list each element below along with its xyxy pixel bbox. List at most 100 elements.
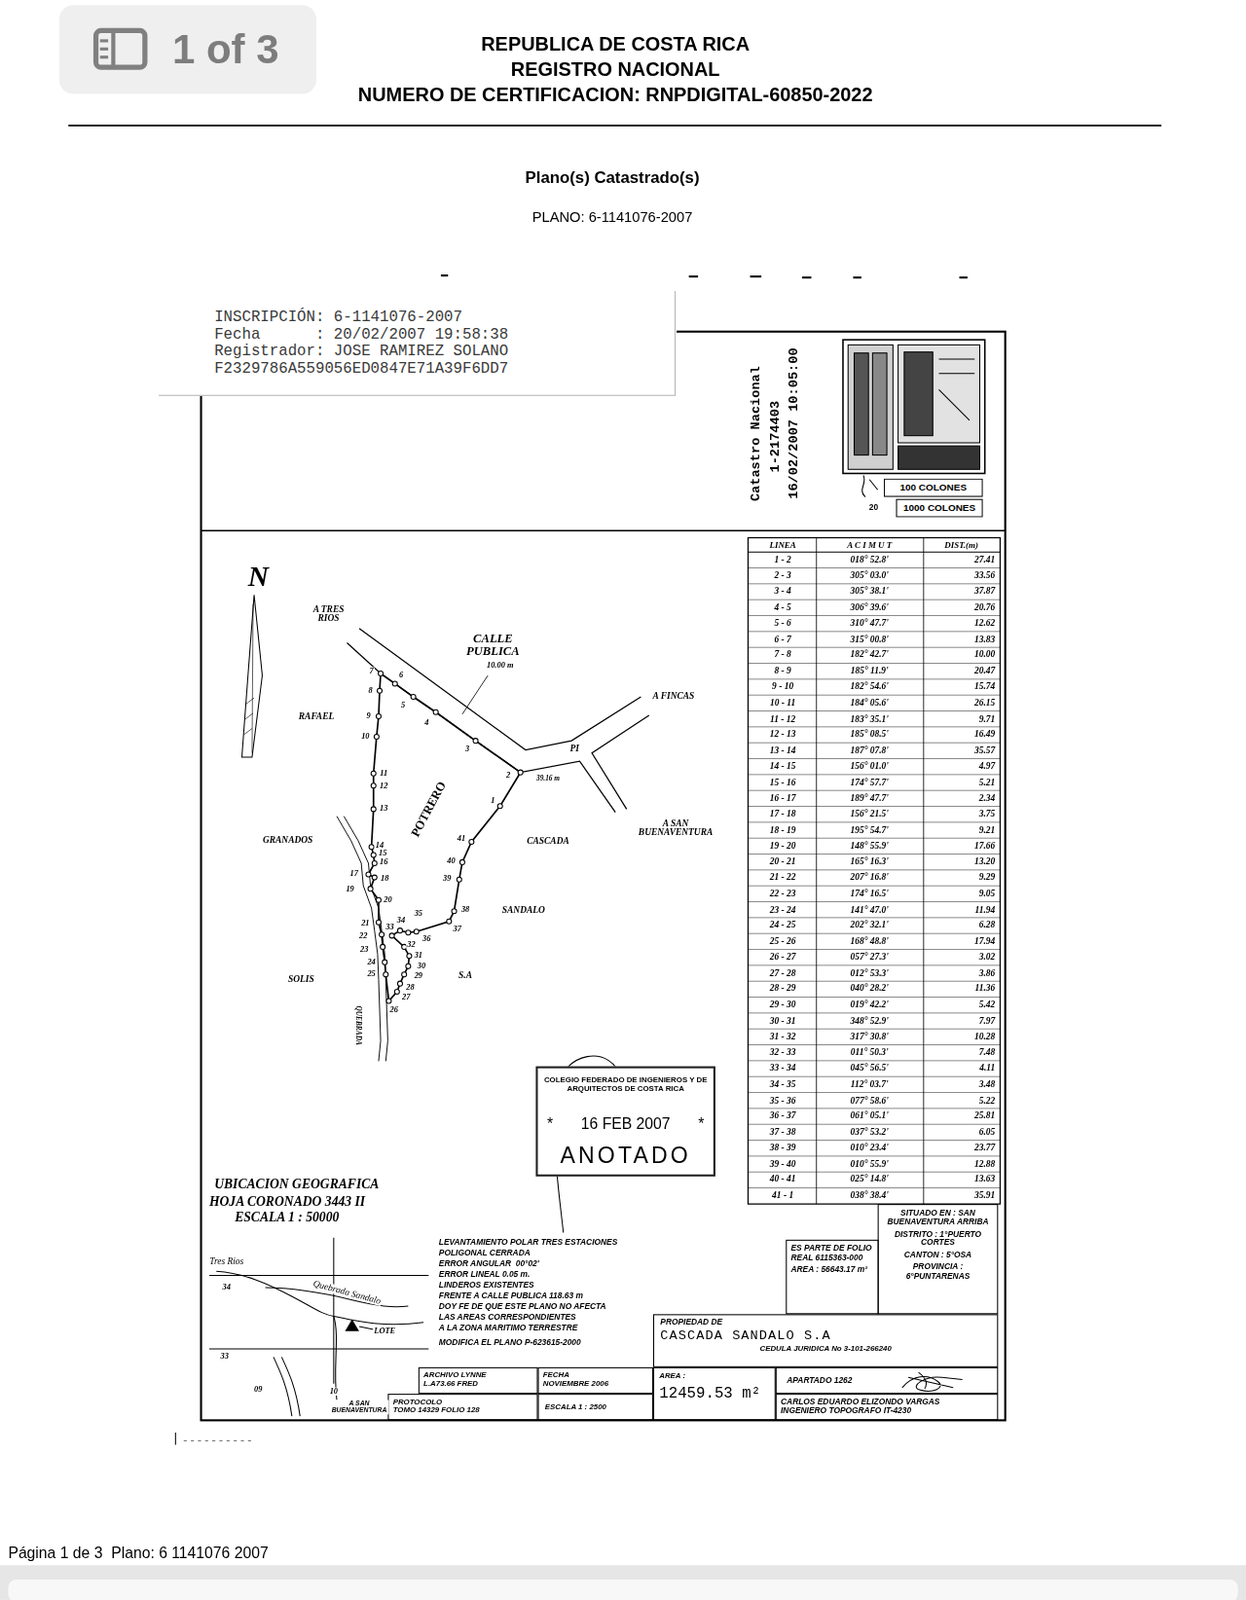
table-cell: 20.47	[974, 666, 995, 677]
plan-frame	[201, 331, 1006, 1422]
table-cell: 141° 47.0'	[850, 905, 889, 916]
table-cell: 35.57	[974, 745, 995, 756]
location-map	[209, 1348, 429, 1350]
table-cell: 6 - 7	[773, 634, 791, 645]
vertex-number: 23	[359, 946, 369, 955]
table-cell: 14 - 15	[769, 762, 797, 772]
vertex-number: 8	[366, 686, 373, 696]
box-text: CASCADA SANDALO S.A	[659, 1328, 991, 1344]
table-cell: 061° 05.1'	[850, 1111, 889, 1122]
table-cell: 317° 30.8'	[850, 1031, 889, 1042]
table-cell: 112° 03.7'	[850, 1079, 889, 1090]
map-label: QUEBRADA	[353, 1004, 362, 1046]
protocol-box: PROTOCOLOTOMO 14329 FOLIO 128	[387, 1393, 538, 1421]
table-cell: 19 - 20	[769, 841, 797, 851]
archive-box: ARCHIVO LYNNE L.A73.66 FRED	[418, 1367, 539, 1394]
table-cell: 27 - 28	[769, 968, 797, 979]
location-map	[273, 1356, 293, 1417]
vertex-number: 33	[384, 923, 395, 933]
table-cell: 010° 23.4'	[850, 1143, 889, 1154]
azimuth-table	[747, 1172, 1000, 1173]
vertex-number: 41	[456, 834, 467, 843]
vertex-number: 7	[367, 666, 374, 676]
azimuth-table	[747, 567, 1000, 569]
location-map-label: Tres Rios	[208, 1257, 245, 1268]
table-cell: 23 - 24	[769, 905, 797, 916]
fiscal-stamp-box: 1000 COLONES	[895, 499, 983, 518]
table-cell: 16.49	[974, 730, 995, 740]
table-cell: 202° 32.1'	[850, 920, 889, 931]
revenue-stamps	[842, 339, 986, 497]
table-cell: 23.77	[974, 1143, 995, 1154]
vertex-number: 1	[489, 797, 496, 807]
public-road	[346, 628, 649, 813]
parcel-vertex	[370, 806, 376, 812]
vertex-number: 30	[416, 961, 427, 971]
azimuth-table	[747, 1124, 1000, 1126]
parcel-vertex	[394, 989, 400, 995]
box-text: ESCALA 1 : 2500	[545, 1403, 649, 1413]
box-text: 16 FEB 2007	[581, 1116, 671, 1134]
parcel-vertex	[371, 875, 377, 880]
parcel-vertex	[456, 877, 462, 882]
table-header: A C I M U T	[846, 540, 892, 550]
azimuth-table	[747, 916, 1000, 918]
table-cell: 9.21	[979, 825, 996, 836]
table-cell: 4.97	[979, 762, 996, 772]
table-cell: 28 - 29	[769, 984, 797, 994]
survey-drawing	[366, 538, 1000, 1206]
map-label: A FINCAS	[651, 692, 697, 702]
table-cell: 183° 35.1'	[850, 714, 889, 725]
page-heading: REGISTRO NACIONAL	[511, 59, 721, 80]
azimuth-table	[747, 551, 1000, 553]
table-cell: 9.29	[979, 873, 996, 883]
box-text: COLEGIO FEDERADO DE INGENIEROS Y DE ARQU…	[541, 1075, 711, 1094]
vertex-number: 24	[366, 957, 376, 967]
vertex-number: 25	[366, 970, 376, 980]
azimuth-table	[747, 981, 1000, 983]
vertex-number: 26	[388, 1006, 399, 1016]
box-text: Fecha : 20/02/2007 19:58:38	[214, 327, 675, 344]
location-map	[332, 1238, 334, 1385]
parcel-boundary	[367, 673, 520, 1002]
folio-box: ES PARTE DE FOLIO REAL 6115363-000AREA :…	[785, 1240, 879, 1316]
table-cell: 17.94	[974, 936, 995, 947]
location-map-label: Quebrada Sandalo	[311, 1279, 384, 1308]
table-cell: 148° 55.9'	[850, 841, 889, 851]
vertex-number: 10	[360, 732, 370, 742]
table-cell: 156° 01.0'	[850, 762, 889, 772]
scan-marks	[689, 275, 698, 278]
survey-note: ERROR ANGULAR 00°02'	[439, 1260, 540, 1270]
parcel-vertex	[378, 670, 384, 676]
scan-marks	[175, 275, 968, 1445]
viewer-footer-bar	[0, 1565, 1246, 1600]
azimuth-table	[747, 933, 1000, 935]
table-cell: 27.41	[974, 554, 995, 565]
page-heading: Plano(s) Catastrado(s)	[525, 170, 700, 188]
vertex-number: 11	[378, 769, 389, 778]
date-box: FECHANOVIEMBRE 2006	[538, 1367, 654, 1394]
parcel-vertex	[373, 733, 379, 739]
azimuth-table	[747, 538, 1000, 1206]
azimuth-table	[747, 806, 1000, 807]
viewer-footer-bar	[7, 1579, 1238, 1600]
table-cell: 8 - 9	[773, 666, 791, 677]
table-cell: 13 - 14	[769, 745, 797, 756]
scan-marks	[750, 275, 763, 278]
survey-note: A LA ZONA MARITIMO TERRESTRE	[439, 1324, 579, 1334]
parcel-vertex	[375, 919, 381, 925]
box-text: F2329786A559056ED0847E71A39F6DD7	[214, 361, 675, 378]
parcel-vertex	[406, 953, 412, 959]
table-cell: 40 - 41	[769, 1174, 797, 1185]
azimuth-table	[747, 1060, 1000, 1062]
parcel-vertex	[413, 929, 419, 935]
map-label: CALLE PUBLICA	[460, 631, 526, 658]
vertex-number: 4	[423, 719, 430, 729]
table-cell: 39 - 40	[769, 1159, 797, 1170]
table-cell: 040° 28.2'	[850, 984, 889, 994]
azimuth-table	[747, 885, 1000, 887]
map-label: N	[248, 561, 269, 592]
parcel-vertex	[367, 886, 373, 892]
table-cell: 11.94	[974, 905, 995, 916]
